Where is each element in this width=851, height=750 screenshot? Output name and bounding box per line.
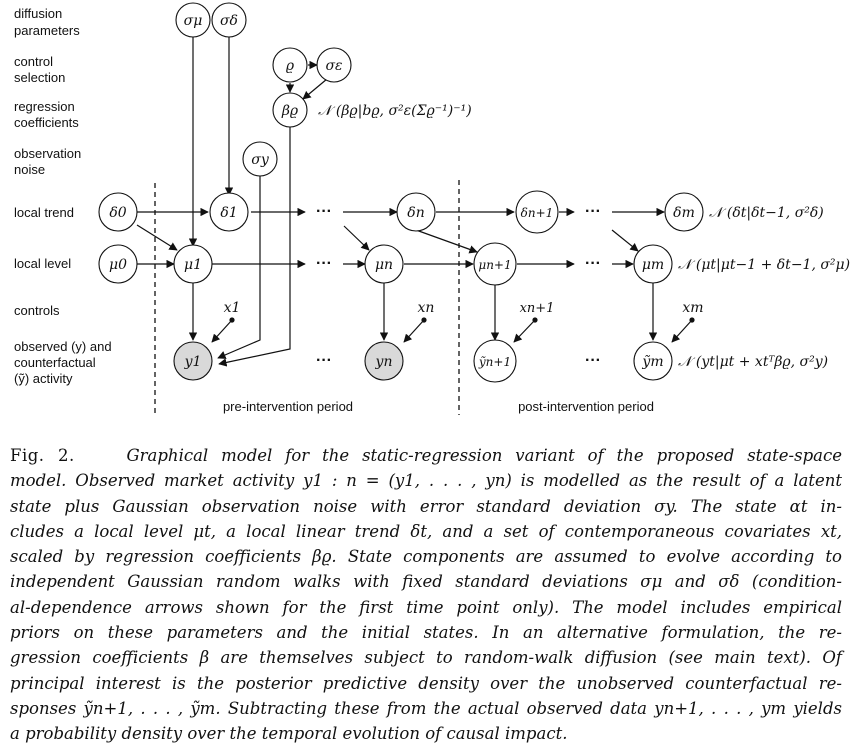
node-label-delta-n1: δn+1 <box>521 206 554 220</box>
node-sigma-delta <box>211 2 247 38</box>
formula-delta: 𝒩 (δt|δt−1, σ²δ) <box>709 205 824 221</box>
node-mu-n1 <box>473 242 517 286</box>
ellipses: ··· ··· ··· ··· ··· ··· <box>316 203 601 369</box>
ellipsis-trend-post: ··· <box>585 203 601 220</box>
label-noise-1: observation <box>14 146 81 161</box>
label-observed-3: (ỹ) activity <box>14 371 73 386</box>
node-delta-n <box>396 192 436 232</box>
label-x-1: x1 <box>224 300 241 316</box>
node-label-y-n: yn <box>375 354 393 370</box>
formula-mu: 𝒩 (μt|μt−1 + δt−1, σ²μ) <box>678 257 850 273</box>
node-label-sigma-eps: σε <box>325 58 342 74</box>
node-label-mu-1: μ1 <box>184 257 202 273</box>
caption-line-2: model. Observed market activity y1 : n =… <box>10 471 842 491</box>
ellipsis-level-pre: ··· <box>316 255 332 272</box>
node-rho <box>272 47 308 83</box>
label-control-1: control <box>14 54 53 69</box>
node-label-y-1: y1 <box>184 354 202 370</box>
label-diffusion-1: diffusion <box>14 6 62 21</box>
edges <box>136 37 693 367</box>
node-label-sigma-y: σy <box>251 152 270 168</box>
node-delta-n1 <box>515 190 559 234</box>
label-noise-2: noise <box>14 162 45 177</box>
caption-line-6: independent Gaussian random walks with f… <box>10 572 842 592</box>
period-post: post-intervention period <box>518 399 654 414</box>
node-labels: σμ σδ ϱ σε βϱ σy δ0 δ1 δn δn+1 δm μ0 μ1 … <box>109 13 704 370</box>
node-label-sigma-delta: σδ <box>220 13 238 29</box>
node-mu-n <box>364 244 404 284</box>
label-control-2: selection <box>14 70 65 85</box>
caption-figure-label: Fig. 2. <box>10 446 75 465</box>
node-label-mu-m: μm <box>642 257 664 273</box>
caption-line-9: gression coefficients β are themselves s… <box>10 648 842 668</box>
graphical-model-figure: diffusion parameters control selection r… <box>14 2 850 415</box>
label-x-n: xn <box>418 300 435 316</box>
node-y-1 <box>173 341 213 381</box>
node-sigma-eps <box>316 47 352 83</box>
label-trend: local trend <box>14 205 74 220</box>
node-label-rho: ϱ <box>286 58 295 74</box>
caption-line-7: al-dependence arrows shown for the first… <box>10 597 842 617</box>
node-label-delta-n: δn <box>407 205 424 221</box>
formula-y: 𝒩 (yt|μt + xtᵀβϱ, σ²y) <box>678 354 828 370</box>
label-x-n1: xn+1 <box>520 301 555 316</box>
label-x-m: xm <box>682 300 703 316</box>
caption-line-10: principal interest is the posterior pred… <box>10 673 842 693</box>
ellipsis-obs-pre: ··· <box>316 352 332 369</box>
row-labels: diffusion parameters control selection r… <box>14 6 112 386</box>
covariate-dots <box>229 317 695 323</box>
node-mu-0 <box>98 244 138 284</box>
label-observed-2: counterfactual <box>14 355 96 370</box>
node-label-delta-1: δ1 <box>220 205 237 221</box>
nodes <box>98 2 704 383</box>
caption-line-5: scaled by regression coefficients βϱ. St… <box>10 547 842 567</box>
node-label-delta-0: δ0 <box>109 205 126 221</box>
label-controls: controls <box>14 303 60 318</box>
node-delta-0 <box>98 192 138 232</box>
node-label-sigma-mu: σμ <box>184 13 203 29</box>
caption-line-8: priors on these parameters and the initi… <box>10 623 842 643</box>
caption-line-4: cludes a local level μt, a local linear … <box>10 521 842 541</box>
node-delta-1 <box>209 192 249 232</box>
node-sigma-mu <box>175 2 211 38</box>
node-yt-n1 <box>473 339 517 383</box>
ellipsis-trend-pre: ··· <box>316 203 332 220</box>
caption-line-1-text: Graphical model for the static-regressio… <box>126 446 842 465</box>
node-mu-m <box>633 244 673 284</box>
node-sigma-y <box>242 141 278 177</box>
caption-line-3: state plus Gaussian observation noise wi… <box>10 496 842 516</box>
caption-line-11: sponses ỹn+1, . . . , ỹm. Subtracting th… <box>10 698 842 718</box>
node-label-mu-n1: μn+1 <box>478 258 511 272</box>
node-yt-m <box>633 341 673 381</box>
period-pre: pre-intervention period <box>223 399 353 414</box>
ellipsis-obs-post: ··· <box>585 352 601 369</box>
label-observed-1: observed (y) and <box>14 339 112 354</box>
node-beta-rho <box>272 92 308 128</box>
node-mu-1 <box>173 244 213 284</box>
figure-caption: Fig. 2. Graphical model for the static-r… <box>10 443 842 747</box>
node-label-delta-m: δm <box>673 205 695 221</box>
node-y-n <box>364 341 404 381</box>
node-label-mu-0: μ0 <box>109 257 127 273</box>
caption-line-12: a probability density over the temporal … <box>10 724 568 744</box>
label-regression-2: coefficients <box>14 115 79 130</box>
node-label-yt-n1: ỹn+1 <box>478 355 511 369</box>
node-delta-m <box>664 192 704 232</box>
ellipsis-level-post: ··· <box>585 255 601 272</box>
label-level: local level <box>14 256 71 271</box>
formula-beta: 𝒩 (βϱ|bϱ, σ²ε(Σϱ⁻¹)⁻¹) <box>318 103 472 119</box>
label-diffusion-2: parameters <box>14 23 80 38</box>
node-label-yt-m: ỹm <box>641 354 663 370</box>
node-label-mu-n: μn <box>375 257 393 273</box>
label-regression-1: regression <box>14 99 75 114</box>
node-label-beta-rho: βϱ <box>281 103 299 119</box>
caption-line-1: Fig. 2. Graphical model for the static-r… <box>10 443 842 468</box>
